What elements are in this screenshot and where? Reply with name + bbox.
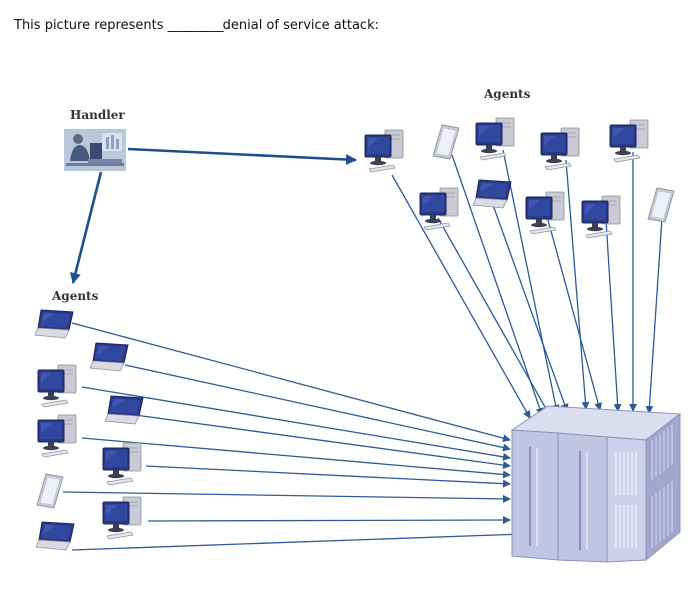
question-prefix: This picture represents [14,18,168,33]
handler-to-left-agents-arrow [70,171,103,284]
agent-laptop-icon [34,309,74,339]
agent-laptop-icon [104,395,144,425]
agent-desktop-icon [419,187,459,231]
agent-laptop-icon [89,342,129,372]
agent-desktop-icon [102,442,142,486]
answer-blank: __________ [167,18,224,33]
agent-desktop-icon [540,127,580,171]
top-agents [364,117,675,239]
handler-to-top-agents-arrow [127,147,357,166]
agent-desktop-icon [475,117,515,161]
agent-desktop-icon [37,414,77,458]
agent-desktop-icon [37,364,77,408]
agent-tablet-icon [432,124,460,160]
handler-icon [64,129,126,171]
handler-label: Handler [70,108,125,122]
left-agent-arrows [62,322,525,551]
question-text: This picture represents __________denial… [14,18,379,33]
agent-desktop-icon [102,496,142,540]
agents-label-left: Agents [52,289,99,303]
agent-laptop-icon [35,521,75,551]
agent-tablet-icon [647,187,675,223]
agent-tablet-icon [36,473,64,509]
agents-label-top: Agents [484,87,531,101]
agent-desktop-icon [364,129,404,173]
question-suffix: denial of service attack: [222,18,379,33]
agent-desktop-icon [525,191,565,235]
agent-laptop-icon [472,179,512,209]
top-agent-arrows [391,149,663,419]
target-server-icon [510,405,682,563]
left-agents [34,309,144,551]
agent-desktop-icon [581,195,621,239]
agent-desktop-icon [609,119,649,163]
